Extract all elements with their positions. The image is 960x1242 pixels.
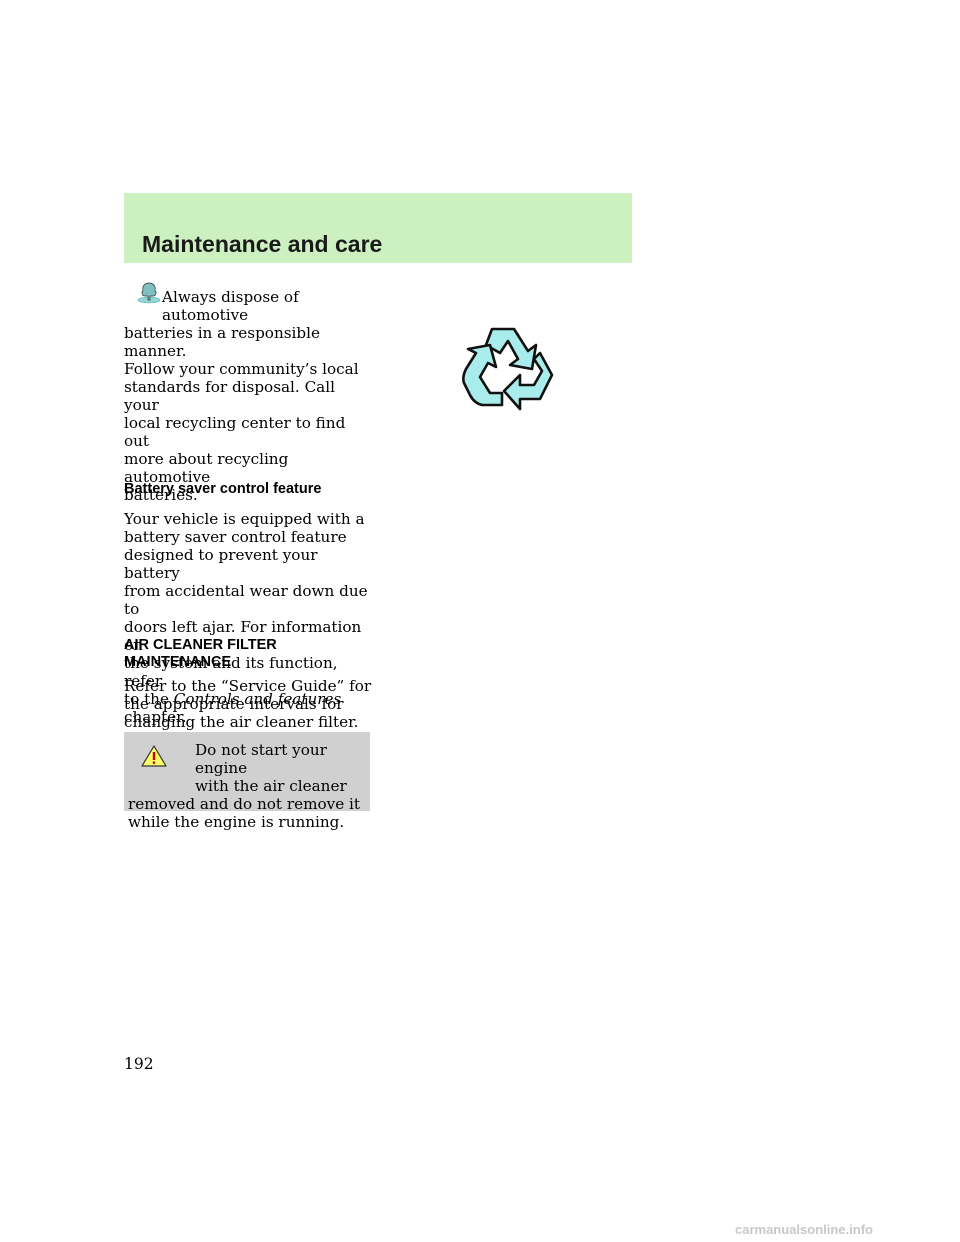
warning-box: Do not start your engine with the air cl…	[124, 732, 370, 831]
battery-saver-text: Your vehicle is equipped with a battery …	[124, 510, 374, 726]
paragraph-line: Refer to the “Service Guide” for	[124, 677, 372, 695]
paragraph-line: batteries in a responsible manner.	[124, 324, 320, 360]
paragraph-line: Follow your community’s local	[124, 360, 359, 378]
warning-text: Do not start your engine with the air cl…	[128, 741, 368, 831]
paragraph-line: battery saver control feature	[124, 528, 347, 546]
page-number: 192	[124, 1055, 154, 1073]
warning-triangle-icon	[141, 745, 167, 767]
paragraph-line: Always dispose of automotive	[162, 288, 299, 324]
paragraph-line: standards for disposal. Call your	[124, 378, 335, 414]
section-title: Maintenance and care	[142, 231, 383, 257]
paragraph-line: to the Controls and features	[124, 690, 374, 708]
environment-tree-icon	[137, 282, 161, 304]
warning-line: Do not start your engine	[195, 741, 327, 777]
footer-watermark: carmanualsonline.info	[735, 1222, 873, 1237]
paragraph-line: from accidental wear down due to	[124, 582, 368, 618]
warning-line: while the engine is running.	[128, 813, 345, 831]
recycle-symbol-icon	[462, 327, 554, 411]
paragraph-line: the system and its function, refer	[124, 654, 338, 690]
heading-line: AIR CLEANER FILTER	[124, 637, 277, 653]
battery-disposal-text: Always dispose of automotive batteries i…	[124, 288, 374, 504]
paragraph-line: doors left ajar. For information on	[124, 618, 362, 654]
paragraph-line: changing the air cleaner filter.	[124, 713, 359, 731]
paragraph-line: batteries.	[124, 486, 198, 504]
paragraph-line: chapter.	[124, 708, 187, 726]
air-cleaner-text: Refer to the “Service Guide” for the app…	[124, 677, 374, 731]
heading-line: MAINTENANCE	[124, 654, 232, 670]
warning-line: removed and do not remove it	[128, 795, 360, 813]
air-cleaner-heading: AIR CLEANER FILTER MAINTENANCE	[124, 637, 374, 671]
paragraph-line: local recycling center to find out	[124, 414, 346, 450]
paragraph-line: designed to prevent your battery	[124, 546, 318, 582]
battery-saver-heading: Battery saver control feature	[124, 481, 322, 497]
paragraph-line: the appropriate intervals for	[124, 695, 344, 713]
section-header: Maintenance and care	[124, 193, 632, 263]
warning-line: with the air cleaner	[195, 777, 347, 795]
reference-prefix: to the	[124, 690, 174, 708]
chapter-reference: Controls and features	[173, 690, 342, 708]
paragraph-line: Your vehicle is equipped with a	[124, 510, 365, 528]
paragraph-line: more about recycling automotive	[124, 450, 289, 486]
